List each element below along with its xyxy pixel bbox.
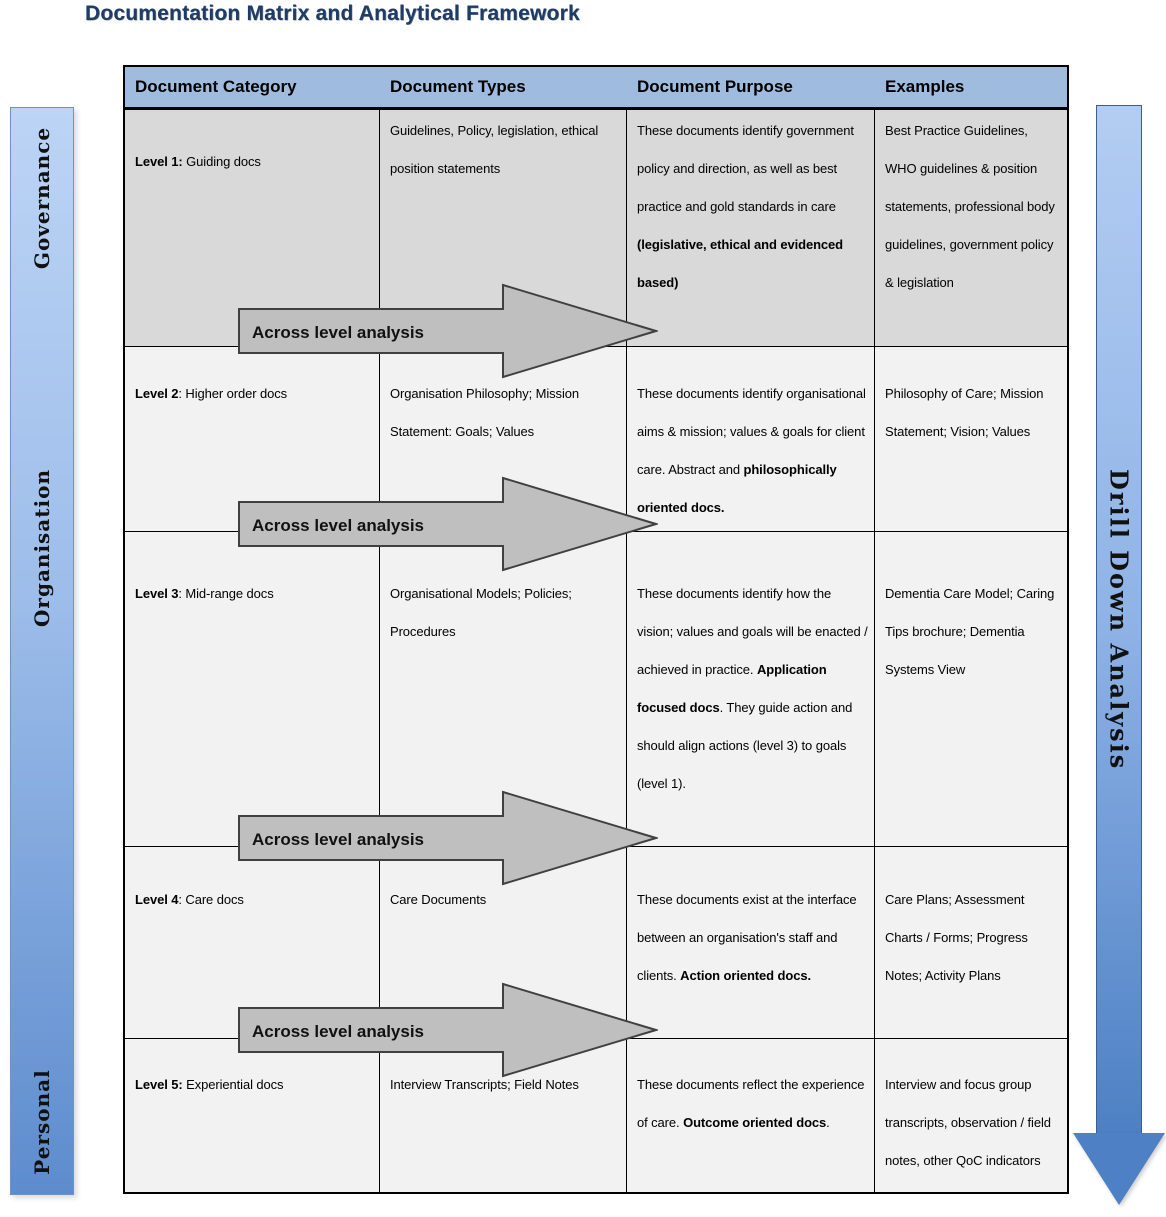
page-title: Documentation Matrix and Analytical Fram… [85,2,580,25]
documentation-matrix-table: Document Category Document Types Documen… [123,65,1069,1194]
header-document-purpose: Document Purpose [627,67,875,110]
cell-document-category: Level 5: Experiential docs [125,1039,380,1192]
across-level-analysis-label: Across level analysis [252,323,425,342]
down-arrow-icon [1073,1133,1165,1205]
header-document-types: Document Types [380,67,627,110]
cell-document-purpose: These documents reflect the experience o… [627,1039,875,1192]
right-arrow-icon [238,982,658,1078]
right-arrow-icon [238,283,658,379]
across-level-arrow-3: Across level analysis [238,790,658,886]
cell-document-purpose: These documents exist at the interface b… [627,847,875,1039]
cell-examples: Best Practice Guidelines, WHO guidelines… [875,110,1067,347]
left-category-bar: Governance Organisation Personal [10,107,74,1195]
left-label-personal: Personal [30,1069,54,1175]
across-level-arrow-1: Across level analysis [238,283,658,379]
cell-examples: Philosophy of Care; Mission Statement; V… [875,347,1067,532]
across-level-analysis-label: Across level analysis [252,516,425,535]
across-level-arrow-2: Across level analysis [238,476,658,572]
cell-examples: Dementia Care Model; Caring Tips brochur… [875,532,1067,847]
cell-examples: Interview and focus group transcripts, o… [875,1039,1067,1192]
header-document-category: Document Category [125,67,380,110]
across-level-analysis-label: Across level analysis [252,1022,425,1041]
header-examples: Examples [875,67,1067,110]
right-arrow-icon [238,790,658,886]
cell-document-category: Level 3: Mid-range docs [125,532,380,847]
cell-document-purpose: These documents identify government poli… [627,110,875,347]
cell-examples: Care Plans; Assessment Charts / Forms; P… [875,847,1067,1039]
cell-document-category: Level 1: Guiding docs [125,110,380,347]
cell-document-purpose: These documents identify organisational … [627,347,875,532]
drill-down-bar: Drill Down Analysis [1096,105,1142,1135]
cell-document-purpose: These documents identify how the vision;… [627,532,875,847]
across-level-arrow-4: Across level analysis [238,982,658,1078]
right-arrow-icon [238,476,658,572]
left-label-governance: Governance [30,126,54,270]
drill-down-analysis-label: Drill Down Analysis [1104,469,1134,771]
across-level-analysis-label: Across level analysis [252,830,425,849]
left-label-organisation: Organisation [30,469,54,627]
